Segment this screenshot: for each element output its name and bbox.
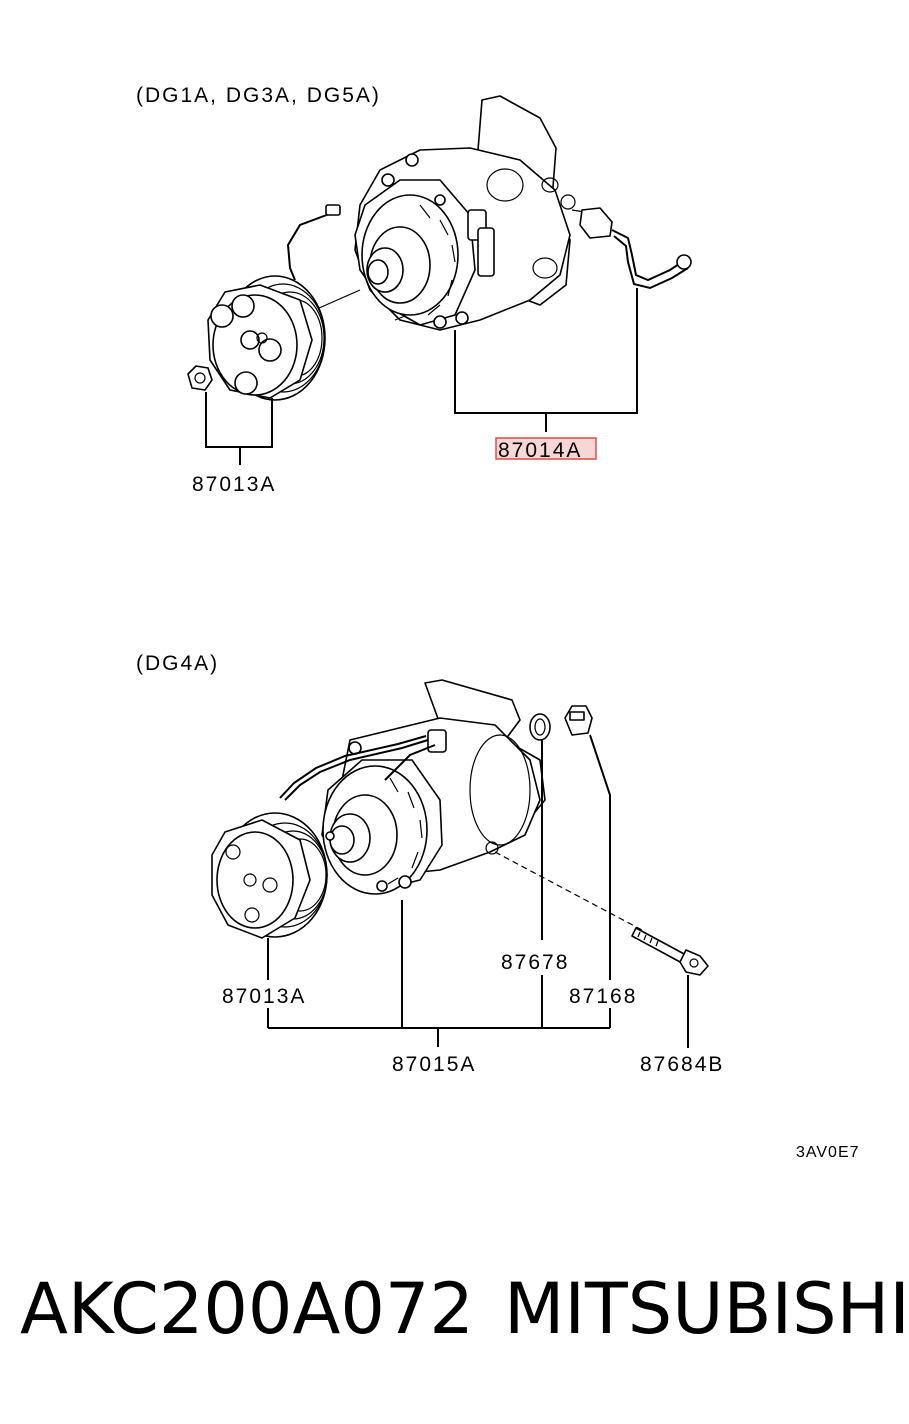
highlight-box — [495, 437, 597, 460]
bottom-oring-drawing — [529, 713, 551, 741]
top-variant-label: (DG1A, DG3A, DG5A) — [136, 84, 381, 107]
top-nut-drawing — [187, 365, 213, 391]
bottom-oring-part-label[interactable]: 87678 — [501, 951, 569, 974]
figure-code: 3AV0E7 — [796, 1144, 860, 1161]
bottom-valve-part-label[interactable]: 87168 — [569, 985, 637, 1008]
top-compressor-drawing — [286, 95, 692, 331]
bottom-valve-drawing — [564, 705, 593, 736]
bottom-clutch-drawing — [211, 812, 328, 939]
bottom-clutch-part-label[interactable]: 87013A — [222, 985, 306, 1008]
caption-part-number: AKC200A072 — [20, 1268, 474, 1350]
bottom-variant-label: (DG4A) — [136, 652, 219, 675]
top-compressor-part-label[interactable]: 87014A — [498, 439, 582, 462]
caption-brand: MITSUBISHI — [504, 1268, 909, 1350]
top-clutch-part-label[interactable]: 87013A — [192, 473, 276, 496]
top-clutch-drawing — [207, 275, 326, 401]
top-leader-lines — [205, 288, 638, 465]
bottom-compressor-drawing — [279, 679, 643, 931]
bottom-compressor-part-label[interactable]: 87015A — [392, 1053, 476, 1076]
bottom-bolt-drawing — [631, 927, 709, 976]
bottom-bolt-part-label[interactable]: 87684B — [640, 1053, 724, 1076]
bottom-leader-lines — [267, 734, 689, 1048]
